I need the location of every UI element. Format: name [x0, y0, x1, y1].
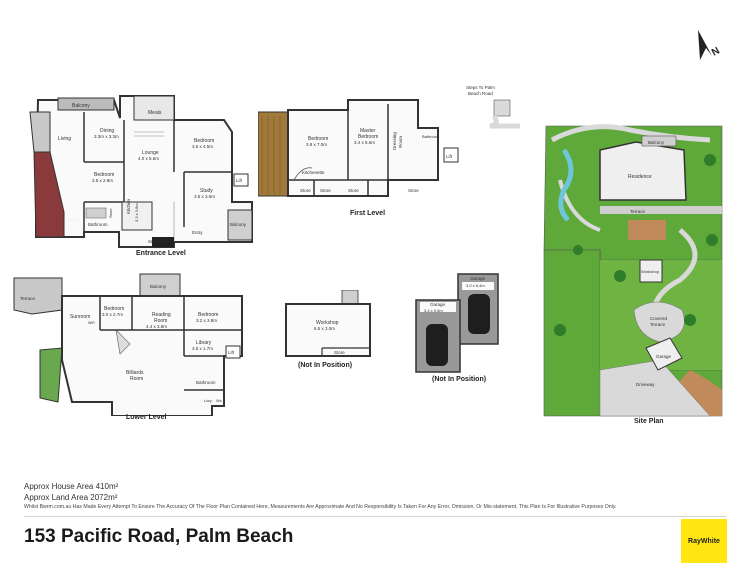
lower-lift-label: Lift: [228, 350, 235, 355]
entrance-study-label: Study: [200, 188, 213, 194]
lower-laundry-label: Ldry: [204, 398, 212, 403]
garage-plan: Garage 3.0 x 6.4m Garage 3.4 x 5.5m: [415, 273, 499, 373]
entrance-level-caption: Entrance Level: [136, 250, 186, 257]
workshop-plan: Workshop 6.5 x 3.0m Store: [285, 290, 371, 357]
entrance-lounge-size: 4.0 x 5.6m: [138, 156, 159, 161]
site-steps-label: Steps To Palm: [466, 85, 495, 90]
lower-reading-size: 4.4 x 3.8m: [146, 324, 167, 329]
car-icon: [426, 324, 448, 366]
site-covered-label: Covered: [650, 316, 668, 321]
lower-terrace-label: Terrace: [20, 296, 36, 301]
first-bedroom-label: Bedroom: [308, 136, 328, 142]
entrance-bedroom-a-label: Bedroom: [194, 138, 214, 144]
lower-billiards-label-2: Room: [130, 376, 143, 382]
site-driveway-label: Driveway: [636, 382, 655, 387]
lower-level-caption: Lower Level: [126, 414, 167, 421]
garage-b-size: 3.4 x 5.5m: [424, 308, 443, 313]
site-workshop-label: Workshop: [641, 269, 660, 274]
lower-reading-label-2: Room: [154, 318, 167, 324]
workshop-store-label: Store: [334, 350, 345, 355]
residence-building: [599, 141, 687, 201]
first-store-d-label: Store: [408, 188, 419, 193]
compass-arrow-icon: [698, 30, 712, 60]
entrance-bedroom-b-label: Bedroom: [94, 172, 114, 178]
entrance-balcony-label: Balcony: [72, 103, 90, 109]
raywhite-logo-text: RayWhite: [688, 537, 720, 545]
lower-bedroom-a-size: 3.0 x 2.7m: [102, 312, 123, 317]
site-garage-building: [645, 337, 683, 371]
entrance-lounge-label: Lounge: [142, 150, 159, 156]
first-lift-label: Lift: [446, 154, 453, 159]
entrance-balcony-right-label: Balcony: [230, 222, 247, 227]
first-store-b-label: Store: [320, 188, 331, 193]
entrance-study-size: 3.5 x 3.5m: [194, 194, 215, 199]
lower-library-label: Library: [196, 340, 212, 346]
first-store-c-label: Store: [348, 188, 359, 193]
garage-b-label: Garage: [430, 302, 446, 307]
car-icon: [468, 294, 490, 334]
first-level-caption: First Level: [350, 210, 386, 217]
lower-bedroom-b-label: Bedroom: [198, 312, 218, 318]
lower-balcony-label: Balcony: [150, 284, 167, 289]
garage-a-label: Garage: [470, 276, 486, 281]
lower-wir-label: WIR: [88, 321, 95, 325]
entrance-level-plan: Balcony Meals Living Dining 3.3m x 3.3m …: [29, 95, 253, 248]
workshop-label: Workshop: [316, 320, 339, 326]
garage-caption: (Not In Position): [432, 376, 487, 383]
lower-level-plan: Terrace Balcony Sunroom Bedroom 3.0 x 2.…: [13, 273, 243, 416]
site-covered-label-2: Terrace: [650, 322, 666, 327]
site-workshop-building: [639, 259, 663, 283]
first-dressing-label: Dressing: [392, 132, 397, 150]
lower-reading-label: Reading: [152, 312, 171, 318]
first-master-size: 3.4 x 5.6m: [354, 140, 375, 145]
entrance-entry-left-label: Entry: [68, 218, 79, 223]
entrance-store-label: Store: [108, 208, 113, 218]
entrance-meals-label: Meals: [148, 110, 162, 116]
raywhite-logo: RayWhite: [681, 519, 727, 563]
entrance-lift-label: Lift: [236, 178, 243, 183]
entrance-kitchen-label: Kitchen: [126, 198, 131, 214]
first-level-plan: Bedroom 3.8 x 7.0m Master Bedroom 3.4 x …: [258, 99, 459, 197]
north-compass: N: [698, 30, 722, 60]
site-steps-label-2: Beach Road: [468, 91, 493, 96]
divider: [24, 516, 726, 517]
site-garage-label: Garage: [656, 354, 672, 359]
first-kitchenette-label: Kitchenette: [302, 170, 325, 175]
site-plan: Steps To Palm Beach Road Balcony Residen…: [466, 85, 723, 417]
entrance-living-label: Living: [58, 136, 71, 142]
compass-label: N: [710, 45, 722, 58]
lower-billiards-label: Billiards: [126, 370, 144, 376]
entrance-entry-right-label: Entry: [192, 230, 203, 235]
lower-library-size: 3.6 x 1.7m: [192, 346, 213, 351]
entrance-dining-size: 3.3m x 3.3m: [94, 134, 119, 139]
workshop-caption: (Not In Position): [298, 362, 353, 369]
first-dressing-label-2: Room: [398, 136, 403, 148]
land-area: Approx Land Area 2072m²: [24, 493, 118, 502]
first-master-label-2: Bedroom: [358, 134, 378, 140]
site-balcony-label: Balcony: [648, 140, 665, 145]
entrance-bathroom-label: Bathroom: [88, 222, 108, 227]
disclaimer: Whilst Bwrm.com.au Has Made Every Attemp…: [24, 504, 617, 510]
site-residence-label: Residence: [628, 174, 652, 180]
first-bedroom-size: 3.8 x 7.0m: [306, 142, 327, 147]
lower-bedroom-a-label: Bedroom: [104, 306, 124, 312]
entrance-dining-label: Dining: [100, 128, 114, 134]
site-plan-caption: Site Plan: [634, 418, 664, 425]
house-area: Approx House Area 410m²: [24, 482, 119, 491]
first-store-a-label: Store: [300, 188, 311, 193]
site-terrace-label: Terrace: [630, 209, 646, 214]
entrance-bedroom-b-size: 3.5 x 2.8m: [92, 178, 113, 183]
lower-sunroom-label: Sunroom: [70, 314, 90, 320]
first-master-label: Master: [360, 128, 376, 134]
property-address: 153 Pacific Road, Palm Beach: [24, 526, 294, 547]
lower-bedroom-b-size: 3.2 x 3.8m: [196, 318, 217, 323]
entrance-kitchen-size: 3.3 x 3.6m: [134, 203, 139, 222]
entrance-bedroom-a-size: 3.5 x 4.5m: [192, 144, 213, 149]
garage-a-size: 3.0 x 6.4m: [466, 283, 485, 288]
workshop-size: 6.5 x 3.0m: [314, 326, 335, 331]
entrance-sunroom-label: Sunroom: [148, 239, 167, 244]
lower-wc-label: Wc: [216, 398, 222, 403]
first-bathroom-label: Bathroom: [422, 134, 440, 139]
lower-bathroom-label: Bathroom: [196, 380, 216, 385]
